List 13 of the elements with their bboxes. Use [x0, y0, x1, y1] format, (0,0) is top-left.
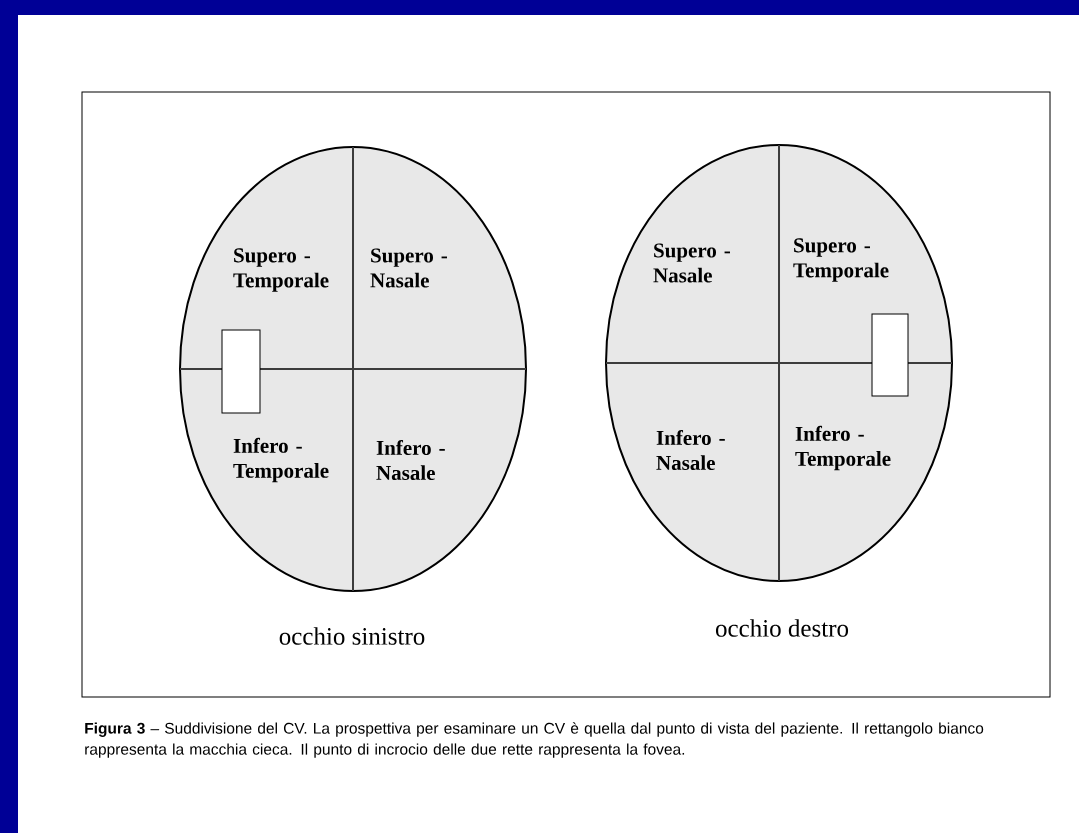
quadrant-label: Infero - Nasale — [656, 430, 725, 470]
blind-spot-rectangle — [221, 329, 261, 414]
quadrant-label: Infero - Nasale — [376, 440, 445, 480]
figure-caption: Figura 3 – Suddivisione del CV. La prospettiva per esaminare un CV è quella dal punto di vista del paziente. Il rettangolo bianco rappresenta la macchia cieca. Il punto di incrocio delle due rette rappresenta la fovea. — [85, 722, 984, 758]
eye-label: occhio sinistro — [279, 627, 425, 645]
quadrant-label: Supero - Temporale — [793, 238, 889, 282]
quadrant-label: Supero - Nasale — [653, 243, 730, 283]
quadrant-label: Infero - Temporale — [233, 437, 329, 483]
quadrant-label: Supero - Temporale — [233, 248, 329, 292]
eye-label: occhio destro — [715, 619, 849, 637]
quadrant-label: Infero - Temporale — [795, 425, 891, 471]
quadrant-label: Supero - Nasale — [370, 248, 447, 288]
blind-spot-rectangle — [871, 313, 909, 397]
